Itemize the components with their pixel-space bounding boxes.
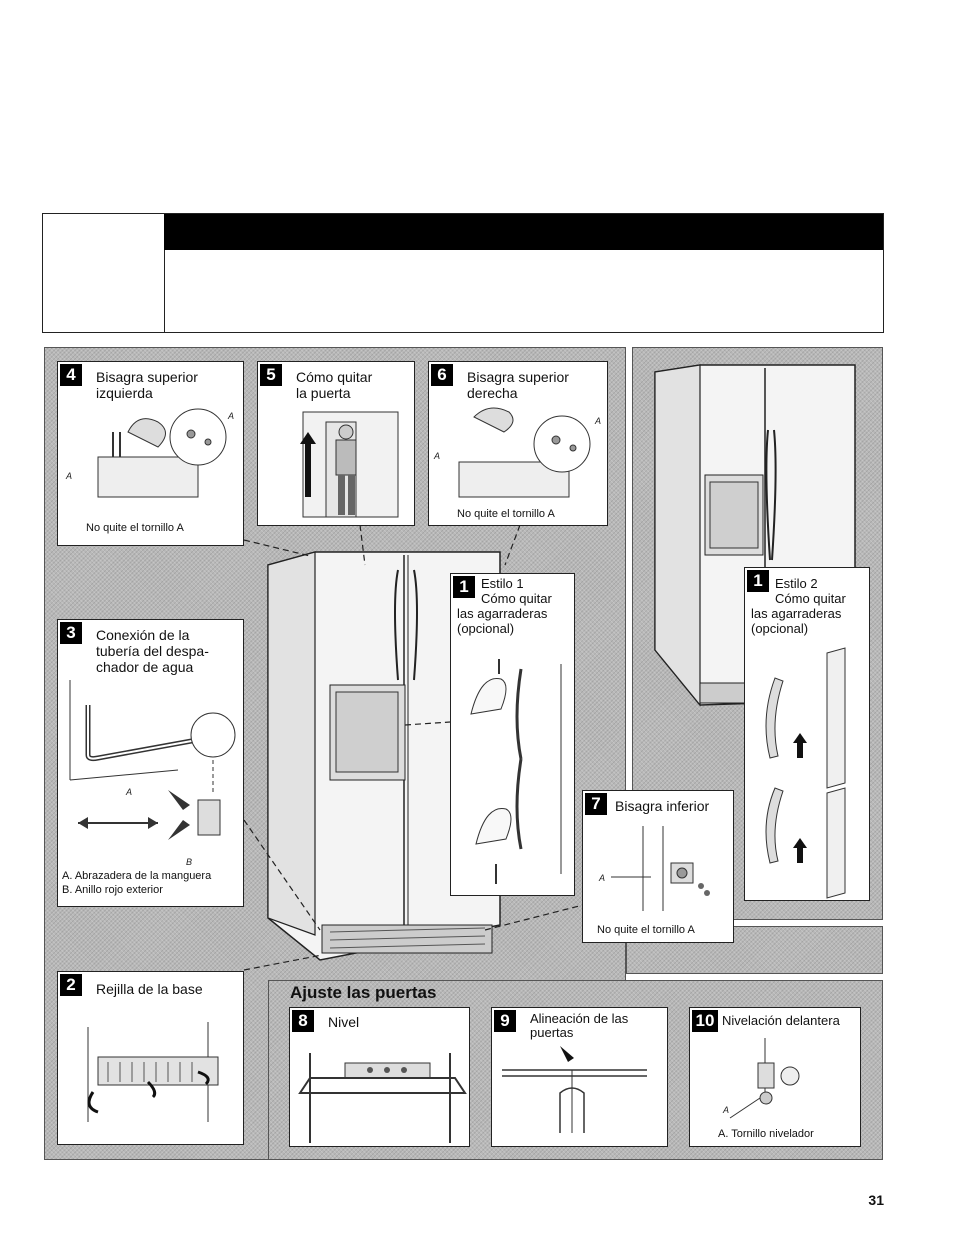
level-illustration [298,1053,467,1143]
panel-step-8-level: 8 Nivel [289,1007,470,1147]
lower-strip-background [626,926,883,974]
panel-1a-title-rest: las agarraderas (opcional) [457,606,548,636]
svg-text:A: A [227,411,234,421]
step-number-1: 1 [453,576,475,598]
panel-1b-title-rest: las agarraderas (opcional) [751,606,842,636]
hinge-illustration: A A [433,407,601,498]
water-line-illustration: A B [69,680,236,867]
svg-text:B: B [186,857,192,867]
panel-1b-title: Estilo 2 Cómo quitar [775,576,846,606]
header-box [42,213,884,333]
panel-2-title: Rejilla de la base [96,981,203,997]
step-number-10: 10 [692,1010,718,1032]
panel-8-title: Nivel [328,1014,360,1030]
panel-10-title: Nivelación delantera [722,1013,840,1028]
hinge-illustration: A [598,826,710,911]
step-number-1-style-2: 1 [747,570,769,592]
base-grille-illustration [87,1022,219,1122]
panel-10-caption: A. Tornillo nivelador [718,1128,814,1140]
panel-3-caption-a: A. Abrazadera de la manguera [62,870,212,882]
svg-text:A: A [594,416,601,426]
panel-7-caption: No quite el tornillo A [597,924,695,936]
door-removal-illustration [300,411,399,518]
adjust-doors-section-title: Ajuste las puertas [290,983,437,1002]
step-number-2: 2 [60,974,82,996]
step-number-3: 3 [60,622,82,644]
handle-removal-illustration [470,659,562,884]
door-alignment-illustration [502,1046,647,1133]
svg-text:A: A [598,873,605,883]
panel-step-2-base-grille: 2 Rejilla de la base [57,971,244,1145]
svg-text:A: A [65,471,72,481]
page-number: 31 [868,1192,884,1208]
handle-removal-illustration [765,647,846,899]
panel-4-caption: No quite el tornillo A [86,522,184,534]
front-leveling-illustration: A [722,1038,800,1119]
step-number-5: 5 [260,364,282,386]
header-left-cell [43,214,165,332]
step-number-8: 8 [292,1010,314,1032]
svg-text:A: A [722,1105,729,1115]
step-number-7: 7 [585,793,607,815]
panel-step-1-style-2-handles: 1 Estilo 2 Cómo quitar las agarraderas (… [744,567,870,901]
step-number-4: 4 [60,364,82,386]
svg-text:A: A [125,787,132,797]
panel-3-caption-b: B. Anillo rojo exterior [62,884,163,896]
panel-step-1-style-1-handles: 1 Estilo 1 Cómo quitar las agarraderas (… [450,573,575,896]
panel-6-caption: No quite el tornillo A [457,508,555,520]
step-number-6: 6 [431,364,453,386]
hinge-illustration: A A [65,408,234,498]
step-number-9: 9 [494,1010,516,1032]
panel-1a-title: Estilo 1 Cómo quitar [481,576,552,606]
panel-step-7-bottom-hinge: 7 Bisagra inferior A No quite el tornill… [582,790,734,943]
header-black-bar [164,214,883,250]
svg-text:A: A [433,451,440,461]
panel-7-title: Bisagra inferior [615,798,710,814]
panel-step-10-front-leveling: 10 Nivelación delantera A A. Tornillo ni… [689,1007,861,1147]
